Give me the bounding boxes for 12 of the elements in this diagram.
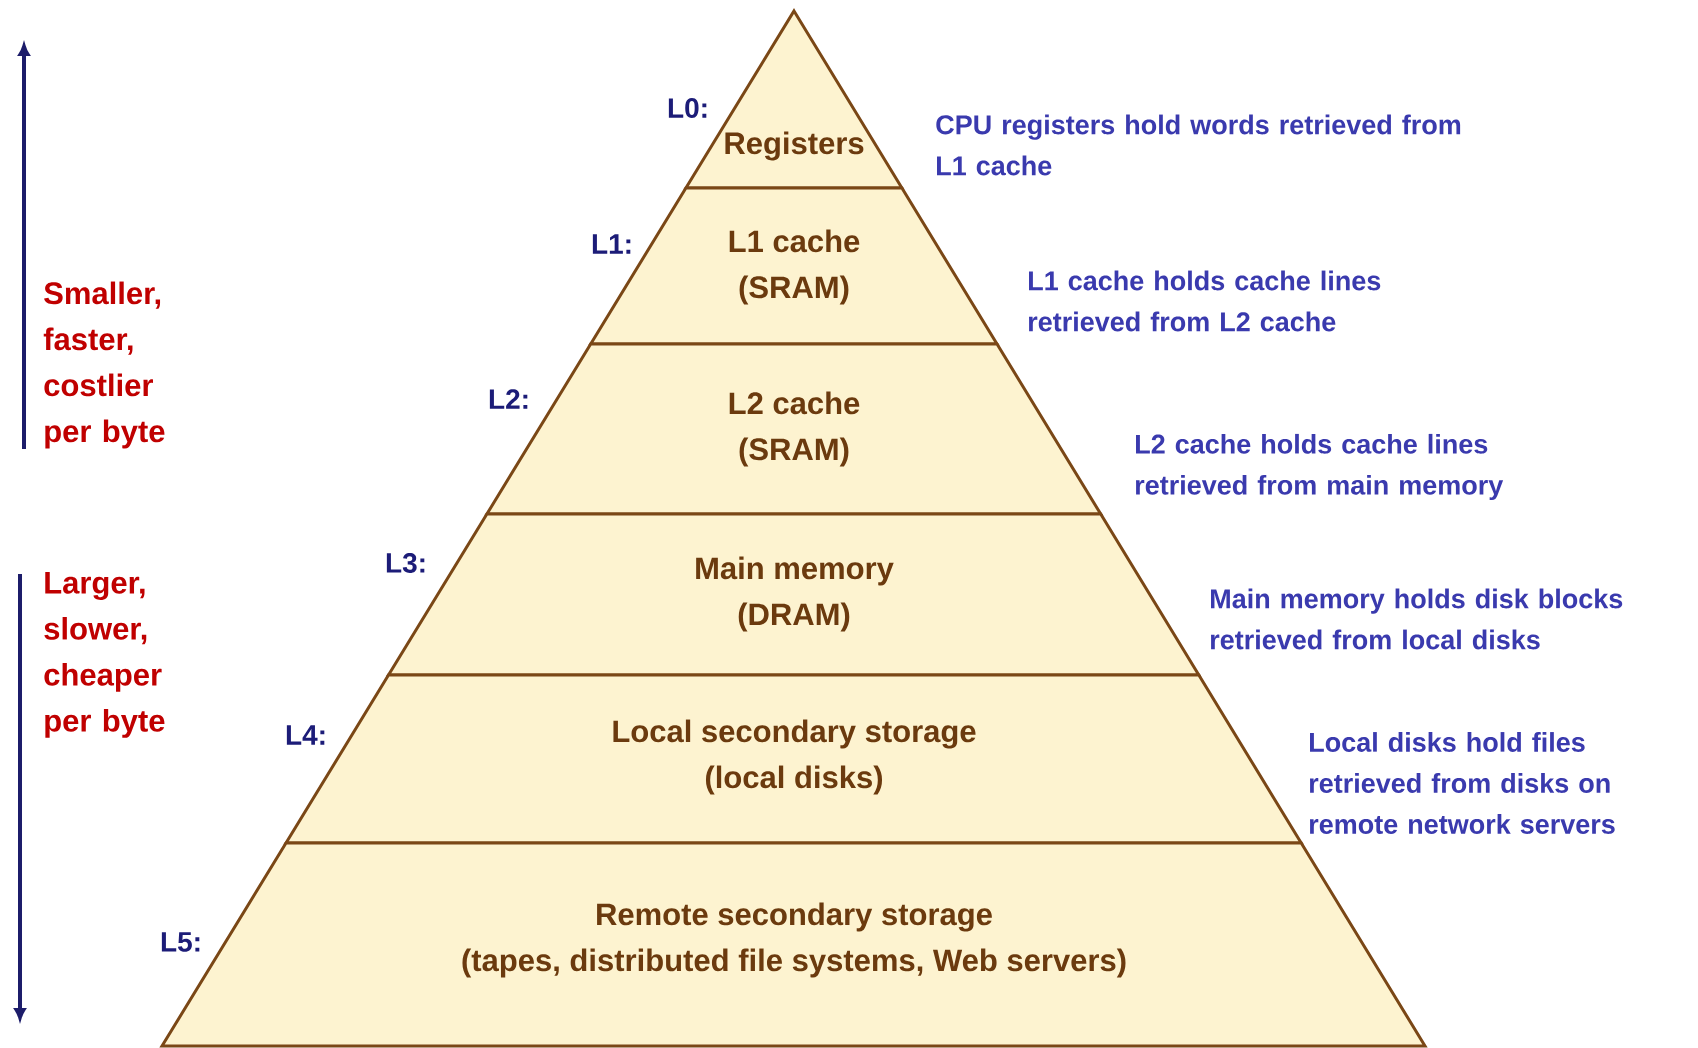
description-text: CPU registers hold words retrieved from L1 cache	[936, 114, 1461, 176]
description-text: L2 cache holds cache lines retrieved from main memory	[1136, 433, 1504, 501]
level-label: L5:	[161, 932, 200, 952]
side-note: Smaller, faster, costlier per byte	[43, 281, 165, 449]
description-text: Local disks hold files retrieved from disks on remote network servers	[1310, 732, 1615, 834]
level-label: L2:	[489, 389, 528, 409]
description-text: L1 cache holds cache lines retrieved from L2 cache	[1029, 270, 1381, 332]
description-text: Main memory holds disk blocks retrieved from local disks	[1211, 588, 1623, 650]
side-note: Larger, slower, cheaper per byte	[44, 572, 165, 738]
level-label: L3:	[386, 553, 425, 573]
level-label: L1:	[592, 234, 631, 254]
level-label: L4:	[286, 725, 325, 745]
